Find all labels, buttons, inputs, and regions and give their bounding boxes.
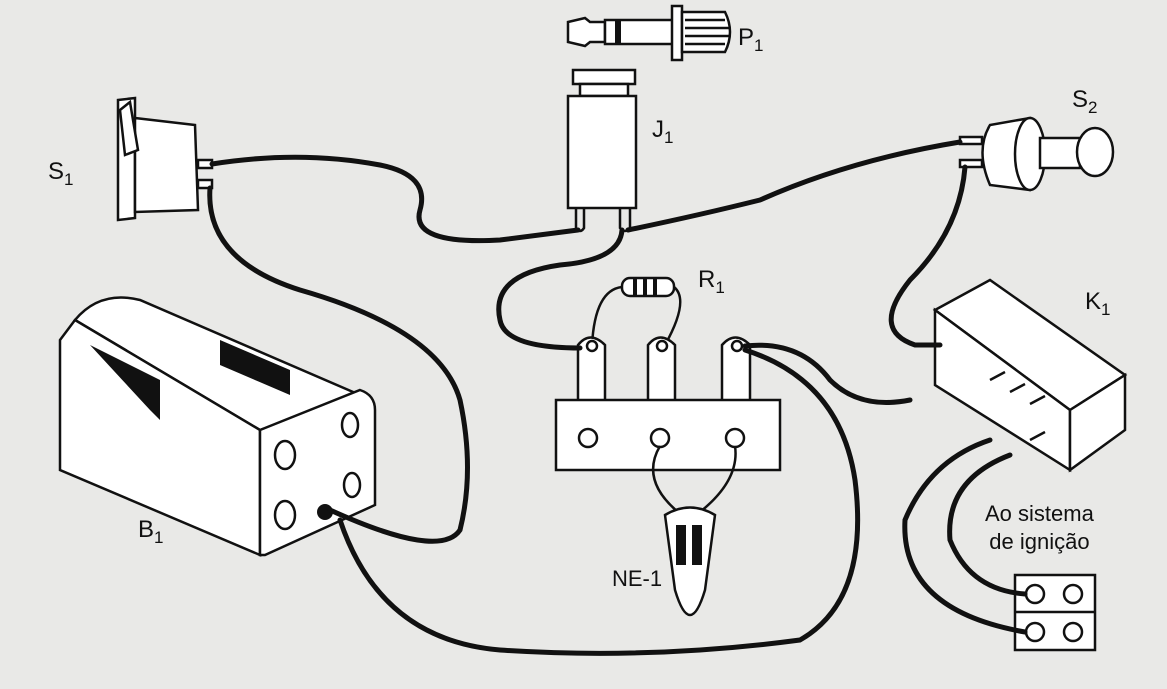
wire-s1-j1 bbox=[209, 154, 581, 244]
ignition-terminal-block bbox=[1013, 573, 1097, 652]
label-b1: B1 bbox=[138, 516, 164, 547]
wire-s1-battery bbox=[207, 185, 470, 544]
wire-strip-relay bbox=[742, 342, 913, 405]
wire-j1-s2 bbox=[625, 139, 963, 233]
wire-s2-relay bbox=[888, 164, 968, 348]
switch-s2 bbox=[958, 116, 1115, 192]
wires bbox=[207, 139, 1028, 656]
label-j1: J1 bbox=[652, 116, 674, 147]
wire-relay-ignition-1 bbox=[902, 437, 1028, 635]
wire-j1-r1 bbox=[496, 227, 625, 351]
jack-j1 bbox=[566, 68, 638, 233]
label-ne1: NE-1 bbox=[612, 566, 663, 591]
label-s2: S2 bbox=[1072, 86, 1098, 117]
wire-strip-battery bbox=[337, 347, 861, 656]
label-k1: K1 bbox=[1085, 288, 1111, 319]
ignition-note-line2: de ignição bbox=[989, 528, 1090, 554]
neon-lamp-ne1 bbox=[651, 445, 737, 616]
label-r1: R1 bbox=[698, 266, 725, 297]
switch-s1 bbox=[116, 96, 214, 222]
label-s1: S1 bbox=[48, 158, 74, 189]
plug-p1 bbox=[566, 4, 732, 62]
wire-relay-ignition-2 bbox=[947, 452, 1028, 597]
relay-k1 bbox=[932, 278, 1128, 473]
resistor-r1 bbox=[590, 276, 682, 346]
battery-holder-b1 bbox=[58, 296, 377, 557]
terminal-strip bbox=[554, 336, 782, 472]
ignition-note: Ao sistema de ignição bbox=[985, 500, 1094, 555]
label-p1: P1 bbox=[738, 24, 764, 55]
ignition-note-line1: Ao sistema bbox=[985, 501, 1094, 526]
